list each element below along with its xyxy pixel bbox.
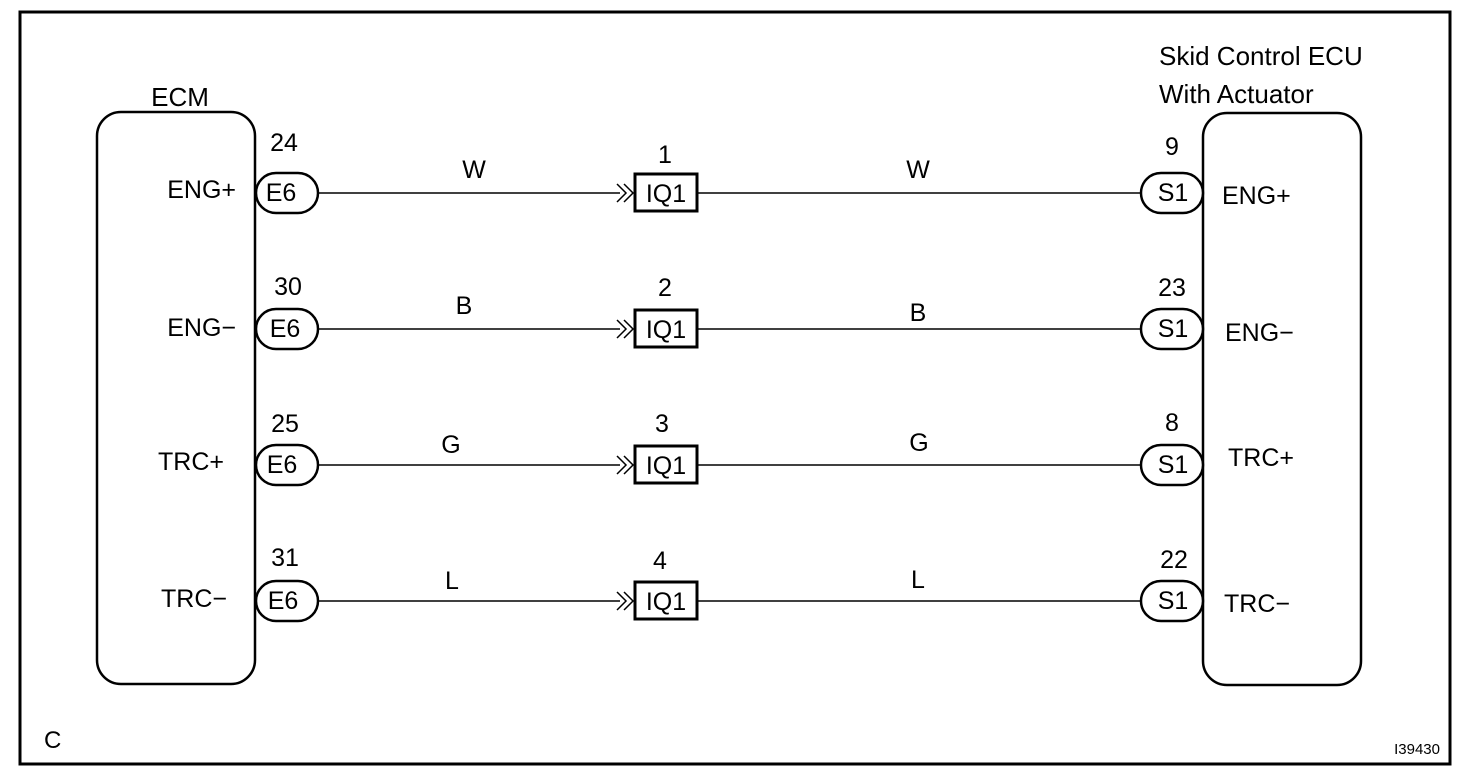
- skid-ecu-title-line1: Skid Control ECU: [1159, 41, 1363, 71]
- skid-connector: [1139, 171, 1205, 215]
- wire-color-left: W: [462, 156, 486, 184]
- wire-color-left: G: [441, 431, 460, 459]
- frame-letter: C: [44, 727, 61, 754]
- junction-connector-label: IQ1: [646, 180, 686, 208]
- skid-connector-label: S1: [1158, 179, 1189, 207]
- junction-arrow-icon: [616, 455, 635, 475]
- ecm-connector-label: E6: [266, 179, 297, 207]
- skid-pin-number: 22: [1160, 546, 1188, 574]
- skid-pin-number: 23: [1158, 274, 1186, 302]
- ecm-connector-label: E6: [267, 451, 298, 479]
- junction-connector-label: IQ1: [646, 588, 686, 616]
- skid-connector: [1139, 443, 1205, 487]
- junction-connector: [633, 172, 699, 213]
- ecm-connector-label: E6: [268, 587, 299, 615]
- circuit-row-trc-plus: TRC+ 25 E6 G 3 IQ1 G 8 S1 TRC+: [158, 409, 1294, 487]
- circuit-row-eng-plus: ENG+ 24 E6 W 1 IQ1 W 9 S1 ENG+: [167, 129, 1291, 215]
- ecm-pin-number: 31: [271, 544, 299, 572]
- skid-pin-number: 8: [1165, 409, 1179, 437]
- ecm-signal-label: TRC+: [158, 448, 224, 476]
- diagram-frame: [18, 10, 1452, 766]
- junction-connector-label: IQ1: [646, 452, 686, 480]
- junction-arrow-icon: [616, 319, 635, 339]
- wire-color-left: L: [445, 567, 459, 595]
- junction-arrow-icon: [616, 183, 635, 203]
- skid-connector-label: S1: [1158, 451, 1189, 479]
- skid-signal-label: ENG+: [1222, 182, 1291, 210]
- ecm-title: ECM: [151, 82, 209, 112]
- ecm-pin-number: 25: [271, 410, 299, 438]
- skid-connector-label: S1: [1158, 315, 1189, 343]
- ecm-signal-label: ENG+: [167, 176, 236, 204]
- skid-connector: [1139, 579, 1205, 623]
- skid-connector: [1139, 307, 1205, 351]
- ecm-signal-label: ENG−: [167, 314, 236, 342]
- ecm-box: [95, 110, 257, 686]
- skid-signal-label: ENG−: [1225, 319, 1294, 347]
- wire-color-right: W: [906, 156, 930, 184]
- skid-pin-number: 9: [1165, 133, 1179, 161]
- junction-connector: [633, 308, 699, 349]
- figure-code: I39430: [1394, 741, 1440, 758]
- junction-pin-number: 3: [655, 410, 669, 438]
- circuit-row-eng-minus: ENG− 30 E6 B 2 IQ1 B 23 S1 ENG−: [167, 273, 1294, 351]
- skid-ecu-box: [1201, 111, 1363, 687]
- ecm-signal-label: TRC−: [161, 585, 227, 613]
- skid-signal-label: TRC+: [1228, 444, 1294, 472]
- wire-color-left: B: [456, 292, 473, 320]
- junction-pin-number: 2: [658, 274, 672, 302]
- wire-color-right: L: [911, 566, 925, 594]
- skid-connector-label: S1: [1158, 587, 1189, 615]
- junction-connector-label: IQ1: [646, 316, 686, 344]
- ecm-pin-number: 24: [270, 129, 298, 157]
- junction-arrow-icon: [616, 591, 635, 611]
- junction-pin-number: 1: [658, 141, 672, 169]
- junction-pin-number: 4: [653, 547, 667, 575]
- skid-ecu-title-line2: With Actuator: [1159, 79, 1314, 109]
- skid-signal-label: TRC−: [1224, 590, 1290, 618]
- wire-color-right: G: [909, 429, 928, 457]
- wire-color-right: B: [910, 299, 927, 327]
- ecm-pin-number: 30: [274, 273, 302, 301]
- junction-connector: [633, 580, 699, 621]
- ecm-connector-label: E6: [270, 315, 301, 343]
- circuit-row-trc-minus: TRC− 31 E6 L 4 IQ1 L 22 S1 TRC−: [161, 544, 1290, 623]
